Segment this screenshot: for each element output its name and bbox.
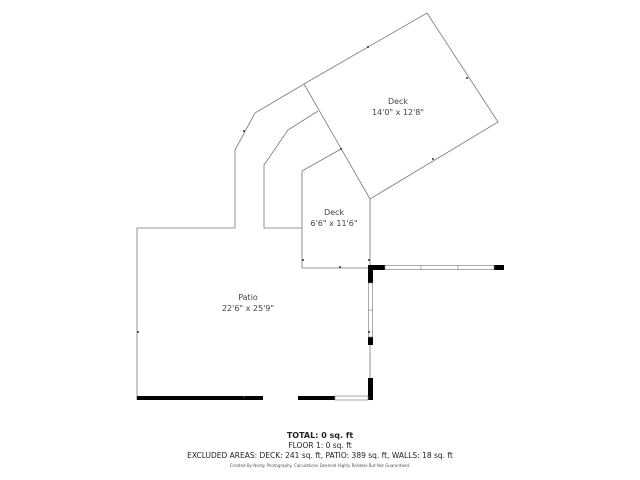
excluded-areas: EXCLUDED AREAS: DECK: 241 sq. ft, PATIO:…: [187, 451, 453, 460]
total-area: TOTAL: 0 sq. ft: [286, 431, 354, 440]
deck-large-outline: [303, 12, 499, 200]
walls: [137, 265, 504, 400]
room-dimensions: 6'6" x 11'6": [310, 219, 358, 228]
room-name: Patio: [238, 293, 258, 302]
path-outer-edge: [136, 83, 305, 400]
room-label-deck-small: Deck 6'6" x 11'6": [310, 207, 357, 229]
windows: [334, 265, 495, 401]
room-label-patio: Patio 22'6" x 25'9": [222, 292, 274, 314]
dimension-markers: [137, 46, 468, 398]
room-dimensions: 22'6" x 25'9": [221, 304, 275, 313]
room-name: Deck: [323, 208, 345, 217]
deck-small-outline: [301, 148, 371, 269]
floor-area: FLOOR 1: 0 sq. ft: [288, 441, 352, 450]
path-inner-edge: [263, 110, 319, 229]
credit-text: Created By Nordy Photography. Calculatio…: [229, 463, 411, 468]
room-label-deck-large: Deck 14'0" x 12'8": [372, 96, 424, 118]
room-dimensions: 14'0" x 12'8": [371, 108, 425, 117]
room-name: Deck: [387, 97, 409, 106]
